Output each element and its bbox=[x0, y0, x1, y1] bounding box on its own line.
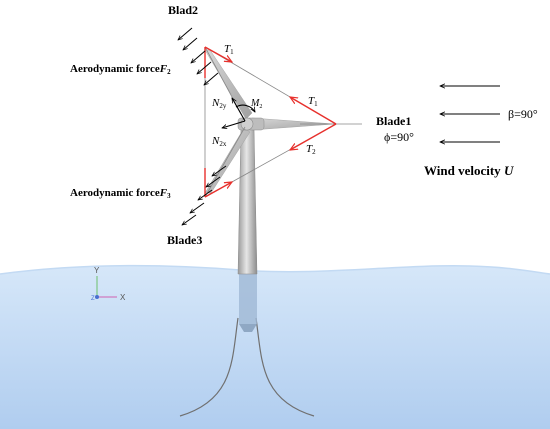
aero-force-top-label: Aerodynamic forceF2 bbox=[70, 63, 171, 76]
tension-vectors bbox=[204, 46, 337, 198]
axis-z-label: Z bbox=[91, 296, 95, 302]
coordinate-axes: Y X Z bbox=[91, 266, 126, 302]
t2-label: T2 bbox=[306, 143, 316, 156]
tether-bottom-hub bbox=[204, 126, 246, 198]
aero-force-bottom-label: Aerodynamic forceF3 bbox=[70, 187, 171, 200]
axis-y-label: Y bbox=[94, 266, 100, 275]
aero-arrow bbox=[206, 176, 221, 187]
n2y-label: N2y bbox=[211, 97, 227, 110]
aero-arrow bbox=[183, 37, 198, 50]
tension-t1-top bbox=[204, 46, 232, 62]
aero-arrow bbox=[191, 50, 206, 63]
mooring-line-left bbox=[179, 317, 239, 417]
wind-velocity-label: Wind velocity U bbox=[424, 163, 514, 178]
hub-load-vectors bbox=[222, 98, 255, 128]
n2x-label: N2x bbox=[211, 135, 227, 148]
phi-label: ϕ=90° bbox=[384, 130, 414, 144]
spar-bottom bbox=[239, 324, 257, 332]
beta-label: β=90° bbox=[508, 107, 538, 121]
spar-buoy bbox=[239, 272, 257, 324]
sea-water bbox=[0, 265, 550, 429]
hub bbox=[240, 117, 254, 131]
aero-force-arrows-bottom bbox=[182, 165, 227, 225]
moment-m2-arc bbox=[235, 104, 255, 112]
aero-arrow bbox=[212, 165, 227, 176]
axis-x-label: X bbox=[120, 293, 126, 302]
blade3-label: Blade3 bbox=[167, 233, 202, 247]
tension-t2-right bbox=[290, 123, 337, 150]
axis-z-dot bbox=[95, 295, 99, 299]
blade1-label: Blade1 bbox=[376, 114, 411, 128]
aero-arrow bbox=[178, 27, 193, 40]
aero-arrow bbox=[204, 72, 219, 85]
sea-surface-line bbox=[0, 264, 550, 275]
aero-force-arrows-top bbox=[178, 27, 219, 85]
aero-arrow bbox=[198, 189, 213, 200]
aero-arrow bbox=[182, 214, 197, 225]
aero-arrow bbox=[190, 202, 205, 213]
blade2-label: Blad2 bbox=[168, 3, 198, 17]
load-n2y bbox=[231, 98, 246, 122]
tension-t1-right-a bbox=[290, 97, 337, 125]
t1-top-label: T1 bbox=[224, 43, 234, 56]
load-n2x bbox=[222, 120, 246, 128]
tension-t2-bottom bbox=[204, 182, 232, 198]
aero-arrow bbox=[197, 61, 212, 74]
mooring-line-right bbox=[255, 317, 315, 417]
wind-arrows bbox=[440, 86, 500, 142]
m2-label: M2 bbox=[250, 98, 262, 110]
tower bbox=[237, 127, 258, 275]
t1-right-label: T1 bbox=[308, 95, 318, 108]
